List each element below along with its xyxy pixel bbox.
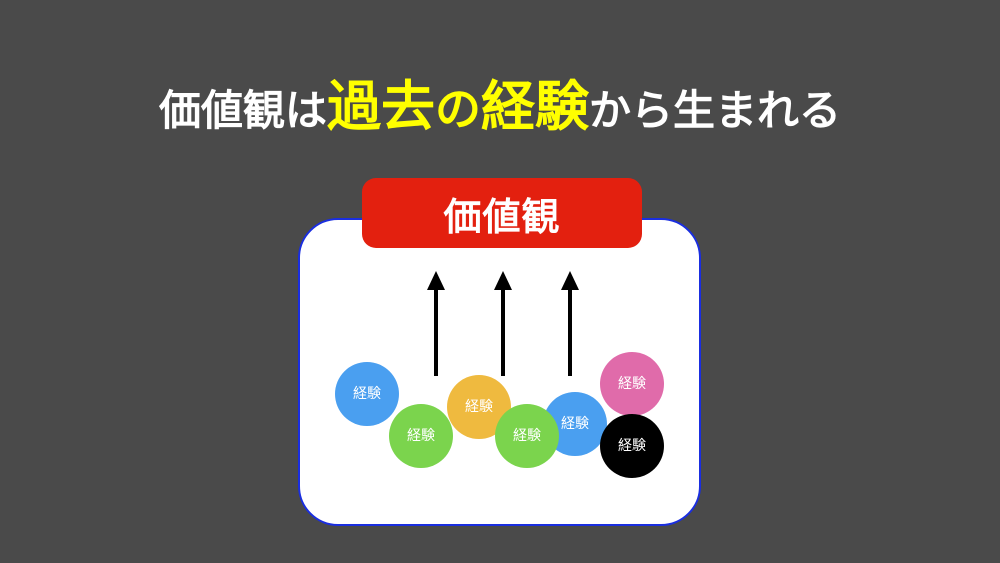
experience-bubble-black: 経験 — [600, 414, 664, 478]
experience-label: 経験 — [513, 428, 541, 444]
headline-highlight-experience: 経験 — [481, 75, 589, 138]
headline: 価値観は過去の経験から生まれる — [0, 62, 1000, 141]
values-label-bar: 価値観 — [362, 178, 642, 248]
experience-label: 経験 — [353, 386, 381, 402]
headline-highlight-past: 過去 — [327, 75, 435, 138]
experience-bubble-green-right: 経験 — [495, 404, 559, 468]
experience-label: 経験 — [407, 428, 435, 444]
headline-particle: の — [435, 82, 481, 136]
experience-bubble-blue-left: 経験 — [335, 362, 399, 426]
headline-part-1: 価値観は — [158, 86, 327, 135]
experience-bubble-green-left: 経験 — [389, 404, 453, 468]
values-label: 価値観 — [443, 194, 561, 239]
experience-bubble-pink: 経験 — [600, 352, 664, 416]
experience-label: 経験 — [465, 399, 493, 415]
experience-label: 経験 — [561, 416, 589, 432]
experience-label: 経験 — [618, 438, 646, 454]
headline-part-5: から生まれる — [589, 86, 842, 135]
experience-label: 経験 — [618, 376, 646, 392]
